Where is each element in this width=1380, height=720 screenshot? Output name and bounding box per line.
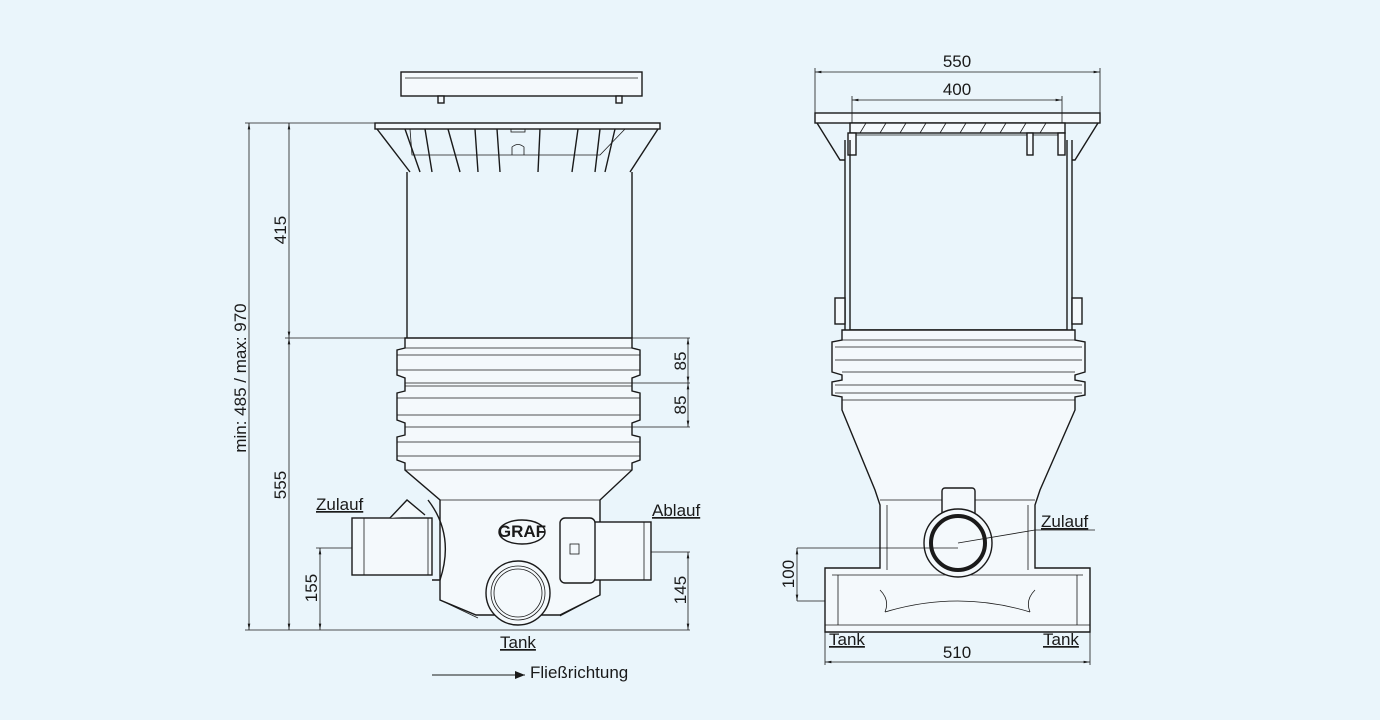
flow-direction-label: Fließrichtung <box>530 663 628 682</box>
dim-front-inlet-height: 100 <box>779 560 798 588</box>
side-view: GRAF min: 485 / max: 970 415 555 155 85 … <box>231 71 700 682</box>
dim-ring2: 85 <box>671 396 690 415</box>
riser-tube <box>406 172 633 338</box>
side-dimensions: min: 485 / max: 970 415 555 155 85 85 14… <box>231 122 690 631</box>
frame <box>374 122 661 173</box>
front-inlet <box>797 487 1095 602</box>
label-ablauf: Ablauf <box>652 501 700 520</box>
front-dimensions: 550 400 510 100 <box>779 52 1101 665</box>
label-front-zulauf: Zulauf <box>1041 512 1089 531</box>
label-tank: Tank <box>500 633 536 652</box>
dim-base-width: 510 <box>943 643 971 662</box>
tank-connection <box>485 560 551 626</box>
dim-lower: 555 <box>271 471 290 499</box>
dim-inlet-height: 155 <box>302 574 321 602</box>
flow-direction: Fließrichtung <box>432 663 628 682</box>
dim-inner-width: 400 <box>943 80 971 99</box>
graf-logo-text: GRAF <box>498 522 546 541</box>
front-view: 550 400 510 100 Zulauf Tank Tank <box>779 52 1101 665</box>
dim-outlet-height: 145 <box>671 576 690 604</box>
outlet-pipe <box>559 517 652 584</box>
dim-ring1: 85 <box>671 352 690 371</box>
inlet-pipe <box>351 499 446 581</box>
front-body <box>824 329 1091 633</box>
dim-total-height: min: 485 / max: 970 <box>231 303 250 452</box>
front-tube <box>834 140 1083 331</box>
dim-upper: 415 <box>271 216 290 244</box>
lid <box>400 71 643 104</box>
front-frame <box>814 112 1101 161</box>
label-tank-right: Tank <box>1043 630 1079 649</box>
graf-logo: GRAF <box>498 519 546 545</box>
dim-outer-width: 550 <box>943 52 971 71</box>
label-tank-left: Tank <box>829 630 865 649</box>
label-zulauf: Zulauf <box>316 495 364 514</box>
